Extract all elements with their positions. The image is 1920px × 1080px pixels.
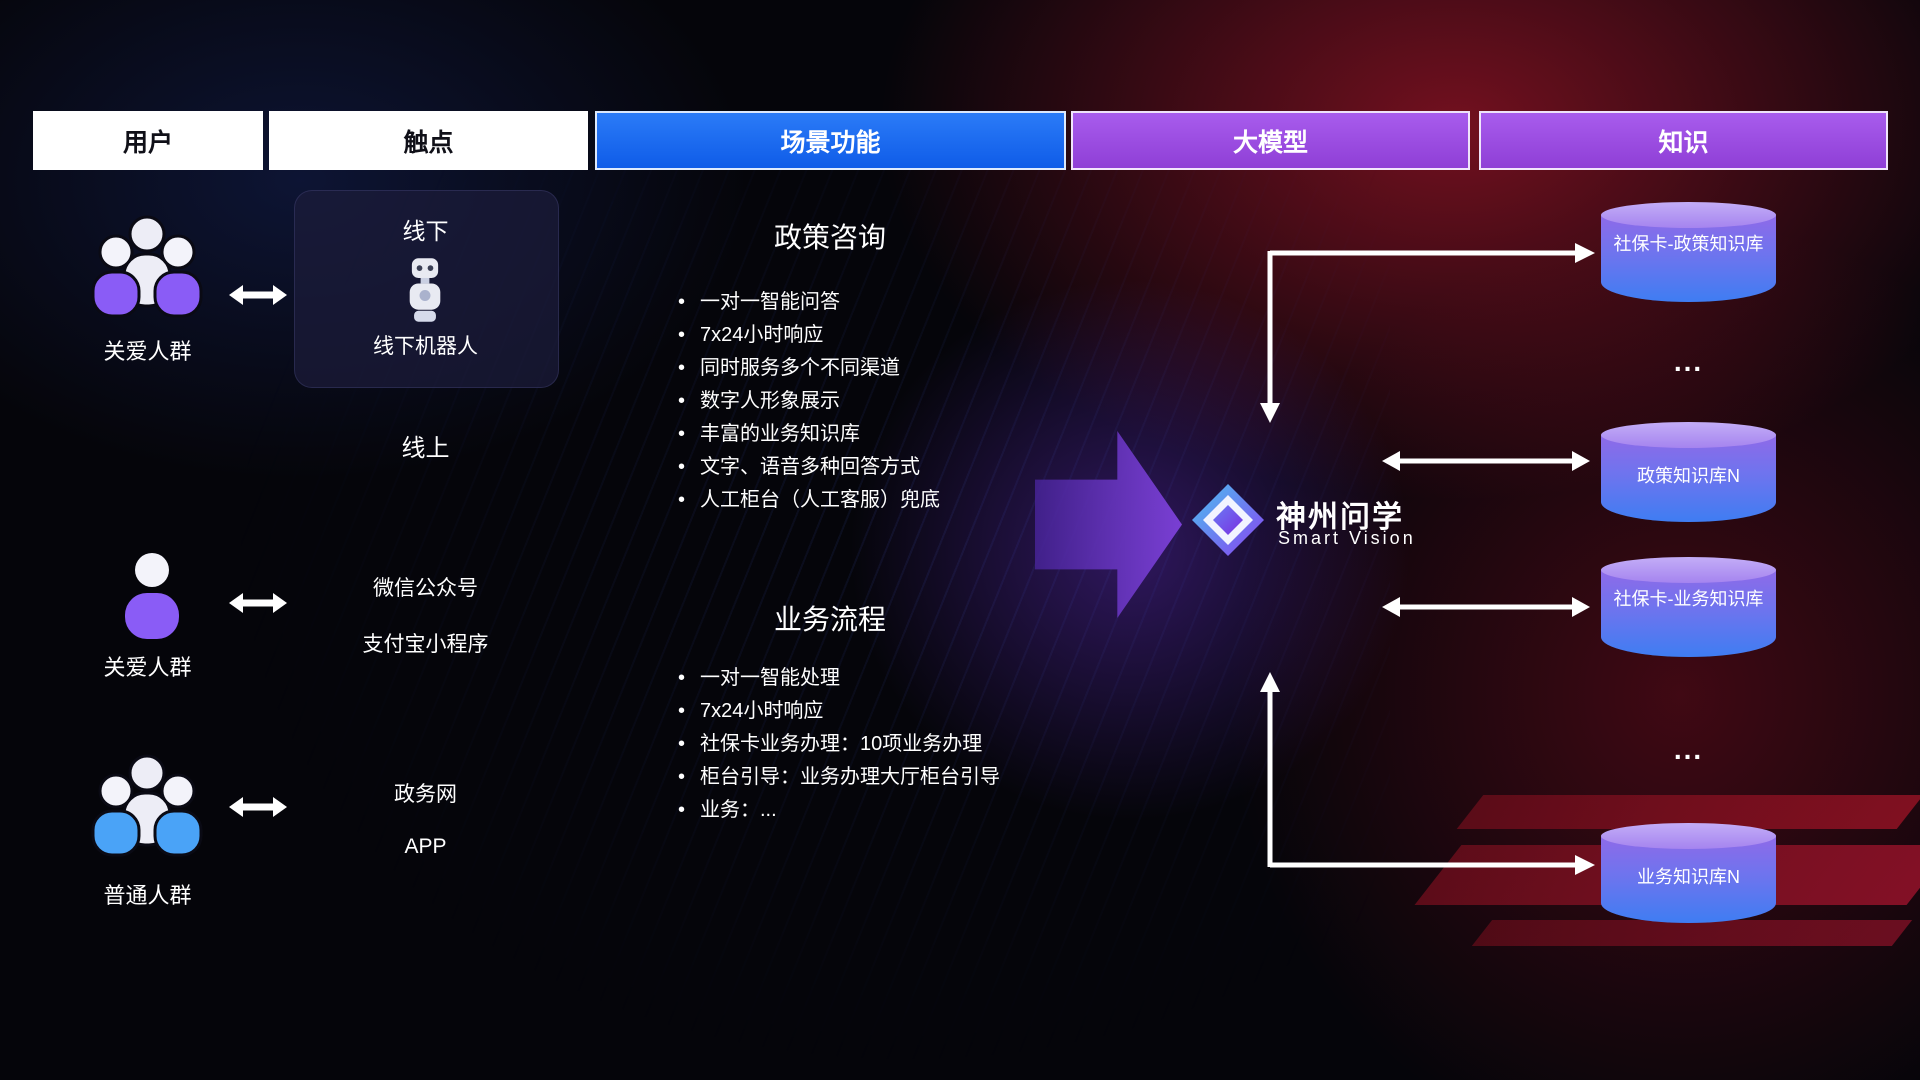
list-item: 丰富的业务知识库: [676, 424, 940, 446]
online-title: 线上: [401, 435, 450, 462]
connector-arrow-business-db1: [1382, 597, 1590, 617]
column-header-touchpoints: 触点: [269, 111, 588, 170]
bidirectional-arrow-1: [229, 285, 287, 305]
bidirectional-arrow-3: [229, 797, 287, 817]
touchpoint-gov-web: 政务网: [394, 783, 457, 806]
column-header-model: 大模型: [1071, 111, 1470, 170]
knowledge-db-policy-n: 政策知识库N: [1601, 422, 1776, 522]
db-label: 社保卡-政策知识库: [1613, 234, 1764, 254]
scene-title-policy: 政策咨询: [773, 222, 886, 253]
touchpoint-wechat: 微信公众号: [373, 577, 478, 600]
knowledge-ellipsis-1: ...: [1673, 346, 1704, 377]
user-label-general-group: 普通人群: [103, 883, 192, 908]
knowledge-ellipsis-2: ...: [1673, 734, 1704, 765]
list-item: 社保卡业务办理：10项业务办理: [676, 734, 1000, 756]
list-item: 人工柜台（人工客服）兜底: [676, 490, 940, 512]
db-cylinder-top: [1601, 422, 1776, 448]
list-item: 文字、语音多种回答方式: [676, 457, 940, 479]
user-group-blue-icon: [91, 754, 203, 857]
user-label-care-group-1: 关爱人群: [103, 339, 192, 364]
column-header-knowledge: 知识: [1479, 111, 1888, 170]
db-label: 社保卡-业务知识库: [1613, 589, 1764, 609]
connector-arrow-business-dbn: [1260, 672, 1595, 875]
list-item: 数字人形象展示: [676, 391, 940, 413]
user-group-purple-icon: [91, 215, 203, 318]
db-label: 业务知识库N: [1637, 867, 1740, 887]
db-cylinder-top: [1601, 202, 1776, 228]
knowledge-db-business-shebao: 社保卡-业务知识库: [1601, 557, 1776, 657]
list-item: 同时服务多个不同渠道: [676, 358, 940, 380]
user-single-purple-icon: [125, 553, 179, 639]
column-header-scenes: 场景功能: [595, 111, 1066, 170]
touchpoint-alipay: 支付宝小程序: [362, 633, 489, 656]
offline-robot-label: 线下机器人: [373, 335, 478, 358]
db-cylinder-body: [1601, 215, 1776, 302]
offline-title: 线下: [402, 218, 449, 244]
scene-business-list: 一对一智能处理 7x24小时响应 社保卡业务办理：10项业务办理 柜台引导：业务…: [676, 668, 1000, 833]
knowledge-db-policy-shebao: 社保卡-政策知识库: [1601, 202, 1776, 302]
list-item: 一对一智能处理: [676, 668, 1000, 690]
user-label-care-group-2: 关爱人群: [103, 655, 192, 680]
db-cylinder-body: [1601, 570, 1776, 657]
scene-policy-list: 一对一智能问答 7x24小时响应 同时服务多个不同渠道 数字人形象展示 丰富的业…: [676, 292, 940, 523]
scene-title-business: 业务流程: [773, 604, 886, 635]
bg-red-chevron-3: [1471, 920, 1913, 946]
robot-icon: [409, 258, 441, 322]
connector-arrow-policy-db1: [1260, 243, 1595, 423]
db-cylinder-body: [1601, 435, 1776, 522]
bidirectional-arrow-2: [229, 593, 287, 613]
column-header-users: 用户: [33, 111, 263, 170]
list-item: 7x24小时响应: [676, 701, 1000, 723]
db-label: 政策知识库N: [1637, 466, 1740, 486]
flow-arrow-right: [1035, 431, 1182, 618]
model-subtitle: Smart Vision: [1278, 528, 1416, 548]
smart-vision-logo-icon: [1192, 484, 1264, 556]
touchpoint-app: APP: [404, 835, 447, 858]
list-item: 7x24小时响应: [676, 325, 940, 347]
list-item: 柜台引导：业务办理大厅柜台引导: [676, 767, 1000, 789]
db-cylinder-top: [1601, 823, 1776, 849]
list-item: 业务：...: [676, 800, 1000, 822]
db-cylinder-body: [1601, 836, 1776, 923]
db-cylinder-top: [1601, 557, 1776, 583]
model-name: 神州问学: [1276, 501, 1404, 534]
knowledge-db-business-n: 业务知识库N: [1601, 823, 1776, 923]
connector-arrow-policy-dbn: [1382, 451, 1590, 471]
list-item: 一对一智能问答: [676, 292, 940, 314]
